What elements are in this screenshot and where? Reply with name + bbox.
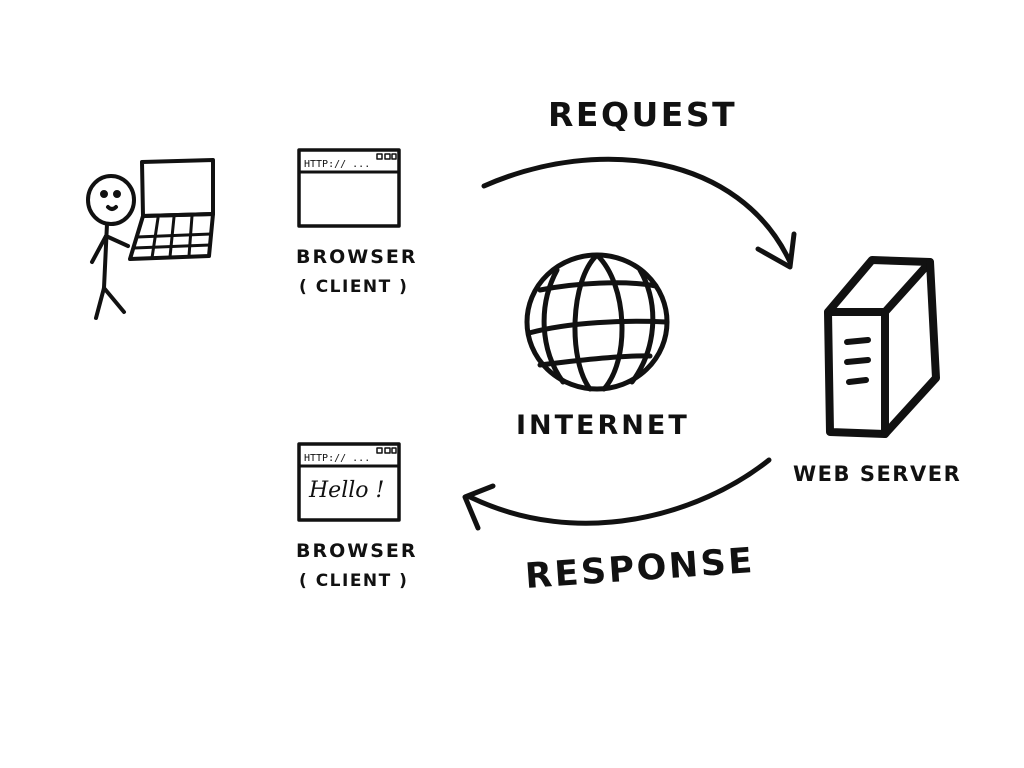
request-label: REQUEST <box>548 95 737 134</box>
browser-window-bottom: HTTP:// ... Hello ! BROWSER ( CLIENT ) <box>296 444 418 591</box>
browser-bottom-label: BROWSER <box>296 540 418 562</box>
browser-top-sublabel: ( CLIENT ) <box>299 277 408 297</box>
laptop-icon <box>130 160 213 259</box>
globe-icon <box>527 255 667 389</box>
browser-bottom-sublabel: ( CLIENT ) <box>299 571 408 591</box>
stick-figure-icon <box>88 176 134 318</box>
server-label: WEB SERVER <box>793 462 961 486</box>
response-label: RESPONSE <box>524 541 756 597</box>
browser-top-address: HTTP:// ... <box>304 159 370 170</box>
response-arrow-icon <box>465 460 769 528</box>
browser-window-top: HTTP:// ... BROWSER ( CLIENT ) <box>296 150 418 297</box>
browser-bottom-address: HTTP:// ... <box>304 453 370 464</box>
server-icon <box>828 260 936 434</box>
internet-label: INTERNET <box>516 410 690 441</box>
browser-bottom-content: Hello ! <box>308 478 384 503</box>
browser-top-label: BROWSER <box>296 246 418 268</box>
request-arrow-icon <box>484 159 794 267</box>
